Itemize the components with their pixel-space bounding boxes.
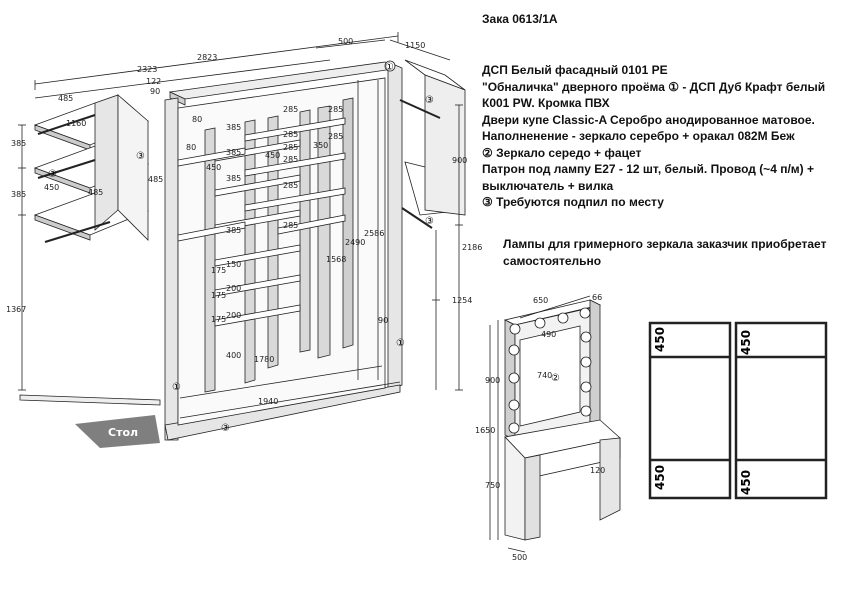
dim-label: 90	[150, 87, 160, 96]
dim-label: 1254	[452, 296, 472, 305]
bulb-icon	[534, 317, 546, 329]
dim-label: 1150	[405, 41, 425, 50]
dim-label: 1940	[258, 397, 278, 406]
dim-label: 2490	[345, 238, 365, 247]
panel-dim-label: 450	[739, 330, 753, 355]
dim-label: 175	[211, 266, 226, 275]
bulb-icon	[580, 381, 592, 393]
note-line: Наполненение - зеркало серебро + оракал …	[482, 129, 795, 143]
note-line: ③ Требуются подпил по месту	[482, 195, 664, 209]
dim-label: 2823	[197, 53, 217, 62]
dim-label: 285	[328, 105, 343, 114]
dim-label: 175	[211, 315, 226, 324]
bulb-icon	[557, 312, 569, 324]
dim-label: 285	[283, 130, 298, 139]
bulbs	[508, 307, 592, 434]
dim-label: 1780	[254, 355, 274, 364]
panel-dim-label: 450	[653, 327, 667, 352]
bulb-icon	[580, 405, 592, 417]
dim-label: 900	[485, 376, 500, 385]
mirror-panels	[648, 321, 828, 500]
bulb-icon	[509, 323, 521, 335]
dim-label: 122	[146, 77, 161, 86]
dim-label: 450	[265, 151, 280, 160]
dim-label: 350	[313, 141, 328, 150]
dim-label: 1568	[326, 255, 346, 264]
marker-label: ③	[48, 169, 57, 180]
marker-label: ①	[385, 62, 394, 73]
dim-label: 385	[226, 174, 241, 183]
stol-shape	[75, 415, 160, 448]
marker-label: ③	[425, 216, 434, 227]
dim-label: 285	[283, 143, 298, 152]
dim-label: 1367	[6, 305, 26, 314]
dim-label: 500	[338, 37, 353, 46]
dim-label: 485	[58, 94, 73, 103]
dim-label: 80	[186, 143, 196, 152]
dim-label: 485	[88, 188, 103, 197]
dim-label: 120	[590, 466, 605, 475]
dim-label: 500	[512, 553, 527, 562]
panel-dim-label: 450	[739, 470, 753, 495]
bulb-icon	[508, 399, 520, 411]
dim-label: 285	[283, 181, 298, 190]
dim-label: 285	[283, 155, 298, 164]
lamp-note: Лампы для гримерного зеркала заказчик пр…	[503, 237, 827, 268]
dim-label: 175	[211, 291, 226, 300]
stol-label: Стол	[108, 426, 138, 439]
dim-label: 385	[226, 226, 241, 235]
bulb-icon	[508, 422, 520, 434]
dim-label: 2586	[364, 229, 384, 238]
material-notes: ДСП Белый фасадный 0101 PE "Обналичка" д…	[482, 62, 854, 211]
marker-label: ③	[136, 151, 145, 162]
dim-label: 66	[592, 293, 602, 302]
dim-label: 450	[44, 183, 59, 192]
dim-label: 90	[378, 316, 388, 325]
dim-label: 385	[226, 123, 241, 132]
note-line: "Обналичка" дверного проёма ① - ДСП Дуб …	[482, 79, 826, 111]
dim-label: 200	[226, 311, 241, 320]
marker-label: ①	[396, 338, 405, 349]
note-line: Патрон под лампу Е27 - 12 шт, белый. Про…	[482, 162, 814, 193]
dim-label: 385	[226, 148, 241, 157]
dim-label: 285	[283, 105, 298, 114]
bulb-icon	[579, 307, 591, 319]
dim-label: 400	[226, 351, 241, 360]
dim-label: 2323	[137, 65, 157, 74]
dim-label: 485	[148, 175, 163, 184]
note-line: ② Зеркало середо + фацет	[482, 145, 642, 160]
marker-label: ②	[551, 373, 560, 384]
dim-label: 2186	[462, 243, 482, 252]
bulb-icon	[580, 331, 592, 343]
order-title: Зака 0613/1А	[482, 12, 558, 26]
bulb-icon	[508, 344, 520, 356]
dim-label: 80	[192, 115, 202, 124]
dim-label: 740	[537, 371, 552, 380]
note-line: ДСП Белый фасадный 0101 PE	[482, 63, 668, 77]
note-line: Двери купе Classic-A Серобро анодированн…	[482, 112, 815, 127]
dim-label: 200	[226, 284, 241, 293]
marker-label: ③	[221, 423, 230, 434]
panel-dim-label: 450	[653, 465, 667, 490]
marker-label: ③	[425, 95, 434, 106]
bulb-icon	[580, 356, 592, 368]
dressing-table-drawing	[489, 295, 621, 553]
dim-label: 385	[11, 139, 26, 148]
dim-label: 285	[328, 132, 343, 141]
dim-label: 750	[485, 481, 500, 490]
wardrobe-drawing	[18, 32, 466, 441]
dim-label: 150	[226, 260, 241, 269]
dim-label: 450	[206, 163, 221, 172]
dim-label: 385	[11, 190, 26, 199]
dim-label: 490	[541, 330, 556, 339]
dim-label: 1160	[66, 119, 86, 128]
dim-label: 1650	[475, 426, 495, 435]
bulb-icon	[508, 372, 520, 384]
dim-label: 900	[452, 156, 467, 165]
dim-label: 285	[283, 221, 298, 230]
dim-label: 650	[533, 296, 548, 305]
marker-circle	[384, 60, 396, 72]
marker-label: ①	[172, 382, 181, 393]
